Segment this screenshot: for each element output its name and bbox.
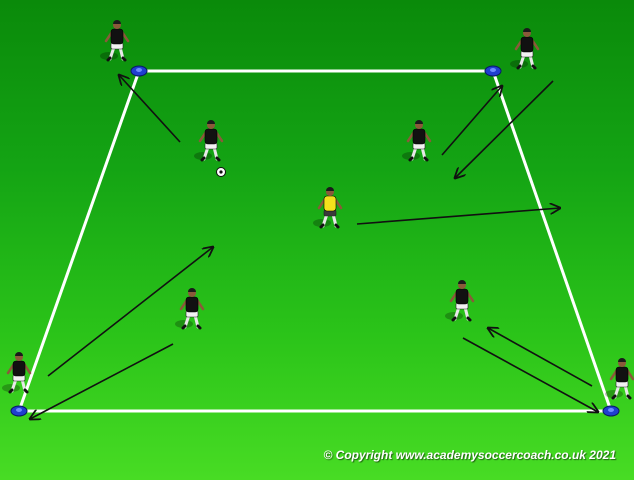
player-icon bbox=[2, 352, 32, 394]
arrow-icon bbox=[119, 75, 181, 143]
arrow-icon bbox=[488, 328, 593, 387]
area-boundary-lines bbox=[16, 69, 614, 413]
arrow-icon bbox=[441, 86, 502, 156]
player-icon bbox=[605, 358, 634, 400]
player-icon bbox=[445, 280, 475, 322]
arrow-icon bbox=[47, 247, 213, 377]
cone-marker-icon bbox=[10, 405, 28, 417]
copyright-text: © Copyright www.academysoccercoach.co.uk… bbox=[323, 448, 616, 462]
player-icon bbox=[100, 20, 130, 62]
player-icon bbox=[194, 120, 224, 162]
player-icon bbox=[510, 28, 540, 70]
arrow-icon bbox=[455, 80, 554, 178]
arrow-icon bbox=[30, 343, 174, 419]
player-icon bbox=[175, 288, 205, 330]
ball-icon bbox=[216, 167, 226, 177]
player-icon bbox=[313, 187, 343, 229]
player-icon bbox=[402, 120, 432, 162]
arrow-icon bbox=[462, 337, 598, 412]
cone-marker-icon bbox=[484, 65, 502, 77]
cone-marker-icon bbox=[130, 65, 148, 77]
cone-marker-icon bbox=[602, 405, 620, 417]
arrow-icon bbox=[356, 208, 560, 225]
